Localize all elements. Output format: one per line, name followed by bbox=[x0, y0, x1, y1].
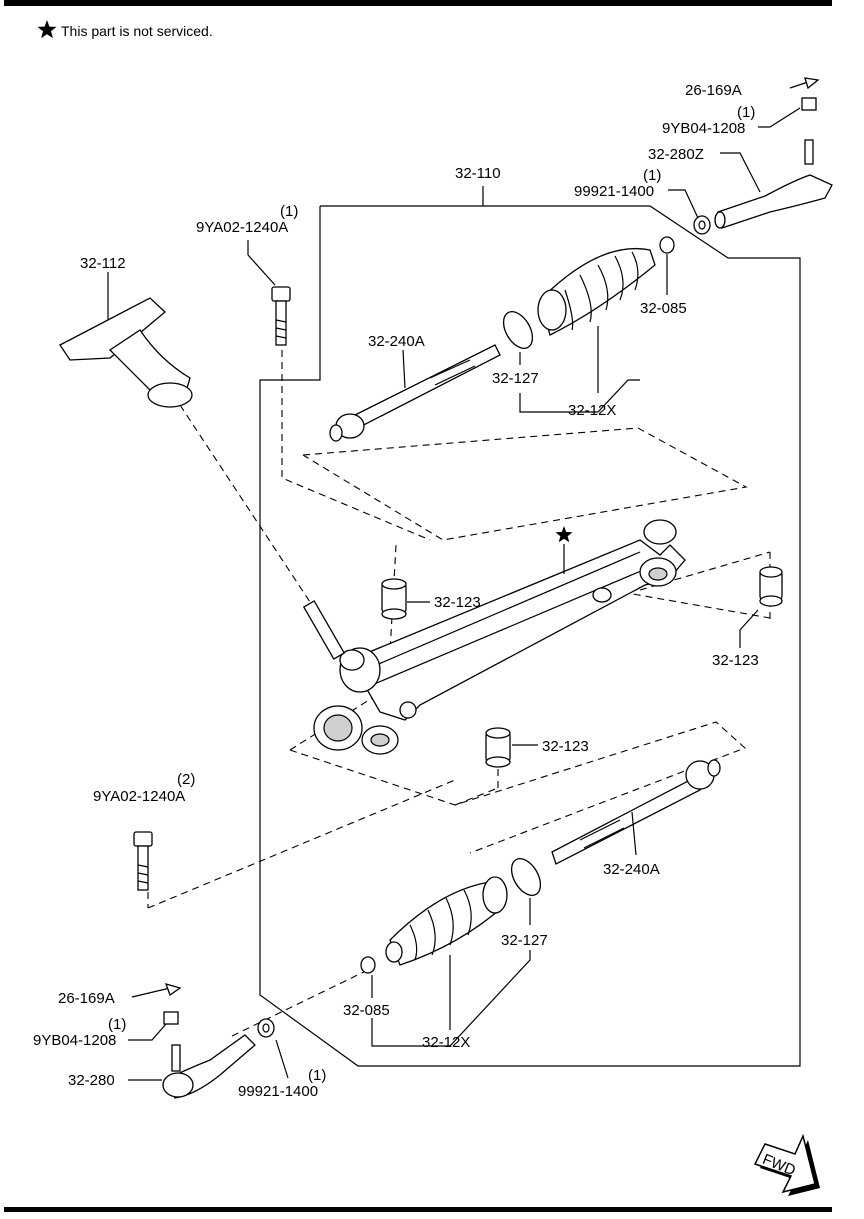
bottom-border bbox=[4, 1207, 832, 1212]
tie-rod-32-240a-lower bbox=[551, 759, 721, 865]
label-bot-nut-qty: (1) bbox=[108, 1016, 126, 1033]
label-top-washer-qty: (1) bbox=[643, 167, 661, 184]
label-bot-32-240a: 32-240A bbox=[603, 861, 660, 878]
label-top-26-169a: 26-169A bbox=[685, 82, 742, 99]
not-serviced-note: This part is not serviced. bbox=[37, 20, 213, 39]
label-top-32-127: 32-127 bbox=[492, 370, 539, 387]
label-bot-32-12x: 32-12X bbox=[422, 1034, 470, 1051]
clamp-32-127-lower bbox=[510, 858, 542, 925]
bushing-32-123-a bbox=[381, 578, 430, 620]
fwd-arrow-icon: FWD bbox=[753, 1133, 820, 1196]
star-icon bbox=[37, 20, 57, 39]
label-top-32-085: 32-085 bbox=[640, 300, 687, 317]
label-top-washer: 99921-1400 bbox=[574, 183, 654, 200]
bracket-upper-12x bbox=[519, 379, 640, 413]
label-bot-washer: 99921-1400 bbox=[238, 1083, 318, 1100]
label-bush-b: 32-123 bbox=[712, 652, 759, 669]
label-bolt2-qty: (2) bbox=[177, 771, 195, 788]
label-bot-washer-qty: (1) bbox=[308, 1067, 326, 1084]
label-insul-32-112: 32-112 bbox=[80, 255, 126, 272]
bracket-lower-12x bbox=[371, 950, 531, 1047]
insulator-32-112 bbox=[59, 272, 193, 408]
label-top-nut: 9YB04-1208 bbox=[662, 120, 745, 137]
clip-32-085-lower bbox=[360, 956, 376, 998]
label-bolt1-qty: (1) bbox=[280, 203, 298, 220]
label-bot-26-169a: 26-169A bbox=[58, 990, 115, 1007]
boot-32-12x-upper bbox=[537, 247, 656, 393]
label-bolt1: 9YA02-1240A bbox=[196, 219, 288, 236]
assembly-bracket-32-110 bbox=[259, 186, 801, 1067]
label-bush-a: 32-123 bbox=[434, 594, 481, 611]
label-top-32-12x: 32-12X bbox=[568, 402, 616, 419]
bushing-32-123-c bbox=[485, 727, 538, 768]
tie-rod-end-32-280 bbox=[128, 1011, 289, 1099]
label-bot-32-280: 32-280 bbox=[68, 1072, 115, 1089]
bolt-9ya02-1240a-lower bbox=[133, 831, 153, 891]
label-assy-32-110: 32-110 bbox=[455, 165, 501, 182]
not-serviced-star-icon bbox=[555, 526, 573, 543]
ref-arrow-26-169a-top bbox=[789, 77, 820, 90]
label-top-32-280z: 32-280Z bbox=[648, 146, 704, 163]
part-labels: 26-169A (1) 9YB04-1208 32-280Z (1) 99921… bbox=[33, 82, 759, 1100]
note-text: This part is not serviced. bbox=[61, 23, 213, 39]
ref-arrow-26-169a-bottom bbox=[131, 983, 182, 998]
label-bot-nut: 9YB04-1208 bbox=[33, 1032, 116, 1049]
bushing-32-123-b bbox=[739, 566, 783, 648]
label-top-nut-qty: (1) bbox=[737, 104, 755, 121]
tie-rod-32-240a-upper bbox=[329, 344, 501, 442]
label-bot-32-127: 32-127 bbox=[501, 932, 548, 949]
label-bolt2: 9YA02-1240A bbox=[93, 788, 185, 805]
boot-32-12x-lower bbox=[385, 876, 508, 1030]
label-bush-c: 32-123 bbox=[542, 738, 589, 755]
bolt-9ya02-1240a-upper bbox=[247, 240, 291, 346]
clamp-32-127-upper bbox=[502, 311, 534, 365]
tie-rod-end-32-280z bbox=[668, 97, 833, 235]
label-top-32-240a: 32-240A bbox=[368, 333, 425, 350]
clip-32-085-upper bbox=[659, 236, 675, 295]
label-bot-32-085: 32-085 bbox=[343, 1002, 390, 1019]
assembly-dashed-lines bbox=[147, 350, 771, 1037]
top-border bbox=[4, 0, 832, 6]
steering-gear-housing bbox=[302, 519, 686, 755]
